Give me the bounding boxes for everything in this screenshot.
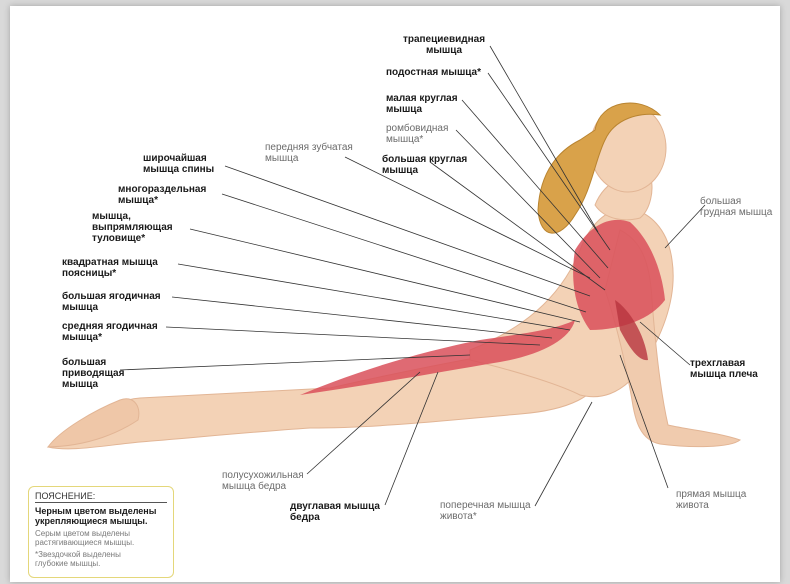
legend-box: ПОЯСНЕНИЕ: Черным цветом выделены укрепл… bbox=[28, 486, 174, 578]
label-rectus-abdominis: прямая мышца живота bbox=[676, 489, 766, 511]
label-teres-major: большая круглая мышца bbox=[382, 154, 482, 176]
label-gluteus-maximus: большая ягодичная мышца bbox=[62, 291, 182, 313]
legend-black-text: Черным цветом выделены укрепляющиеся мыш… bbox=[35, 506, 167, 526]
label-serratus-anterior: передняя зубчатая мышца bbox=[265, 142, 365, 164]
label-quadratus-lumborum: квадратная мышца поясницы* bbox=[62, 257, 182, 279]
label-adductor-magnus: большая приводящая мышца bbox=[62, 357, 152, 390]
label-transversus-abdominis: поперечная мышца живота* bbox=[440, 500, 550, 522]
legend-grey-text: Серым цветом выделены растягивающиеся мы… bbox=[35, 529, 167, 547]
legend-title: ПОЯСНЕНИЕ: bbox=[35, 491, 167, 503]
label-trapezius: трапециевидная мышца bbox=[398, 34, 490, 56]
label-multifidus: многораздельная мышца* bbox=[118, 184, 218, 206]
label-rhomboid: ромбовидная мышца* bbox=[386, 123, 476, 145]
label-pectoralis-major: большая грудная мышца bbox=[700, 196, 780, 218]
label-semitendinosus: полусухожильная мышца бедра bbox=[222, 470, 332, 492]
label-teres-minor: малая круглая мышца bbox=[386, 93, 476, 115]
label-infraspinatus: подостная мышца* bbox=[386, 67, 496, 78]
label-gluteus-medius: средняя ягодичная мышца* bbox=[62, 321, 172, 343]
label-triceps: трехглавая мышца плеча bbox=[690, 358, 780, 380]
label-erector-spinae: мышца, выпрямляющая туловище* bbox=[92, 211, 192, 244]
legend-asterisk-text: *Звездочкой выделены глубокие мышцы. bbox=[35, 550, 167, 568]
label-latissimus: широчайшая мышца спины bbox=[143, 153, 233, 175]
label-biceps-femoris: двуглавая мышца бедра bbox=[290, 501, 400, 523]
